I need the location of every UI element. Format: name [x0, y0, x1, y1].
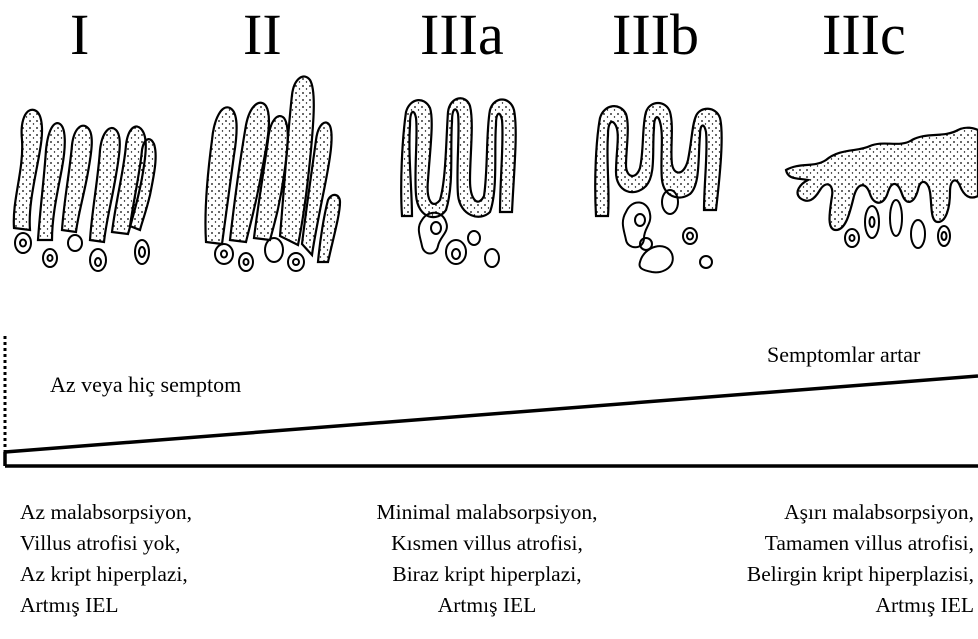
- finding-line: Az malabsorpsiyon,: [20, 497, 192, 528]
- finding-line: Artmış IEL: [377, 590, 598, 621]
- finding-line: Az kript hiperplazi,: [20, 559, 192, 590]
- mucosa-illustration-iiib: [595, 103, 721, 216]
- symptom-low-label: Az veya hiç semptom: [50, 374, 241, 396]
- crypts-ii: [215, 238, 304, 271]
- mucosa-illustration-ii: [205, 76, 340, 262]
- symptom-high-label: Semptomlar artar: [767, 344, 920, 366]
- crypts-i: [15, 233, 149, 271]
- finding-line: Tamamen villus atrofisi,: [747, 528, 974, 559]
- finding-line: Kısmen villus atrofisi,: [377, 528, 598, 559]
- finding-line: Artmış IEL: [20, 590, 192, 621]
- crypts-iiia: [419, 213, 499, 267]
- crypts-iiib: [623, 190, 712, 272]
- findings-column-middle: Minimal malabsorpsiyon, Kısmen villus at…: [377, 497, 598, 621]
- mucosa-illustration-iiic: [786, 128, 978, 230]
- mucosa-illustration-i: [14, 110, 156, 242]
- finding-line: Villus atrofisi yok,: [20, 528, 192, 559]
- finding-line: Minimal malabsorpsiyon,: [377, 497, 598, 528]
- finding-line: Biraz kript hiperplazi,: [377, 559, 598, 590]
- mucosa-illustration-iiia: [401, 98, 515, 217]
- finding-line: Aşırı malabsorpsiyon,: [747, 497, 974, 528]
- finding-line: Artmış IEL: [747, 590, 974, 621]
- finding-line: Belirgin kript hiperplazisi,: [747, 559, 974, 590]
- findings-column-left: Az malabsorpsiyon, Villus atrofisi yok, …: [20, 497, 192, 621]
- findings-column-right: Aşırı malabsorpsiyon, Tamamen villus atr…: [747, 497, 974, 621]
